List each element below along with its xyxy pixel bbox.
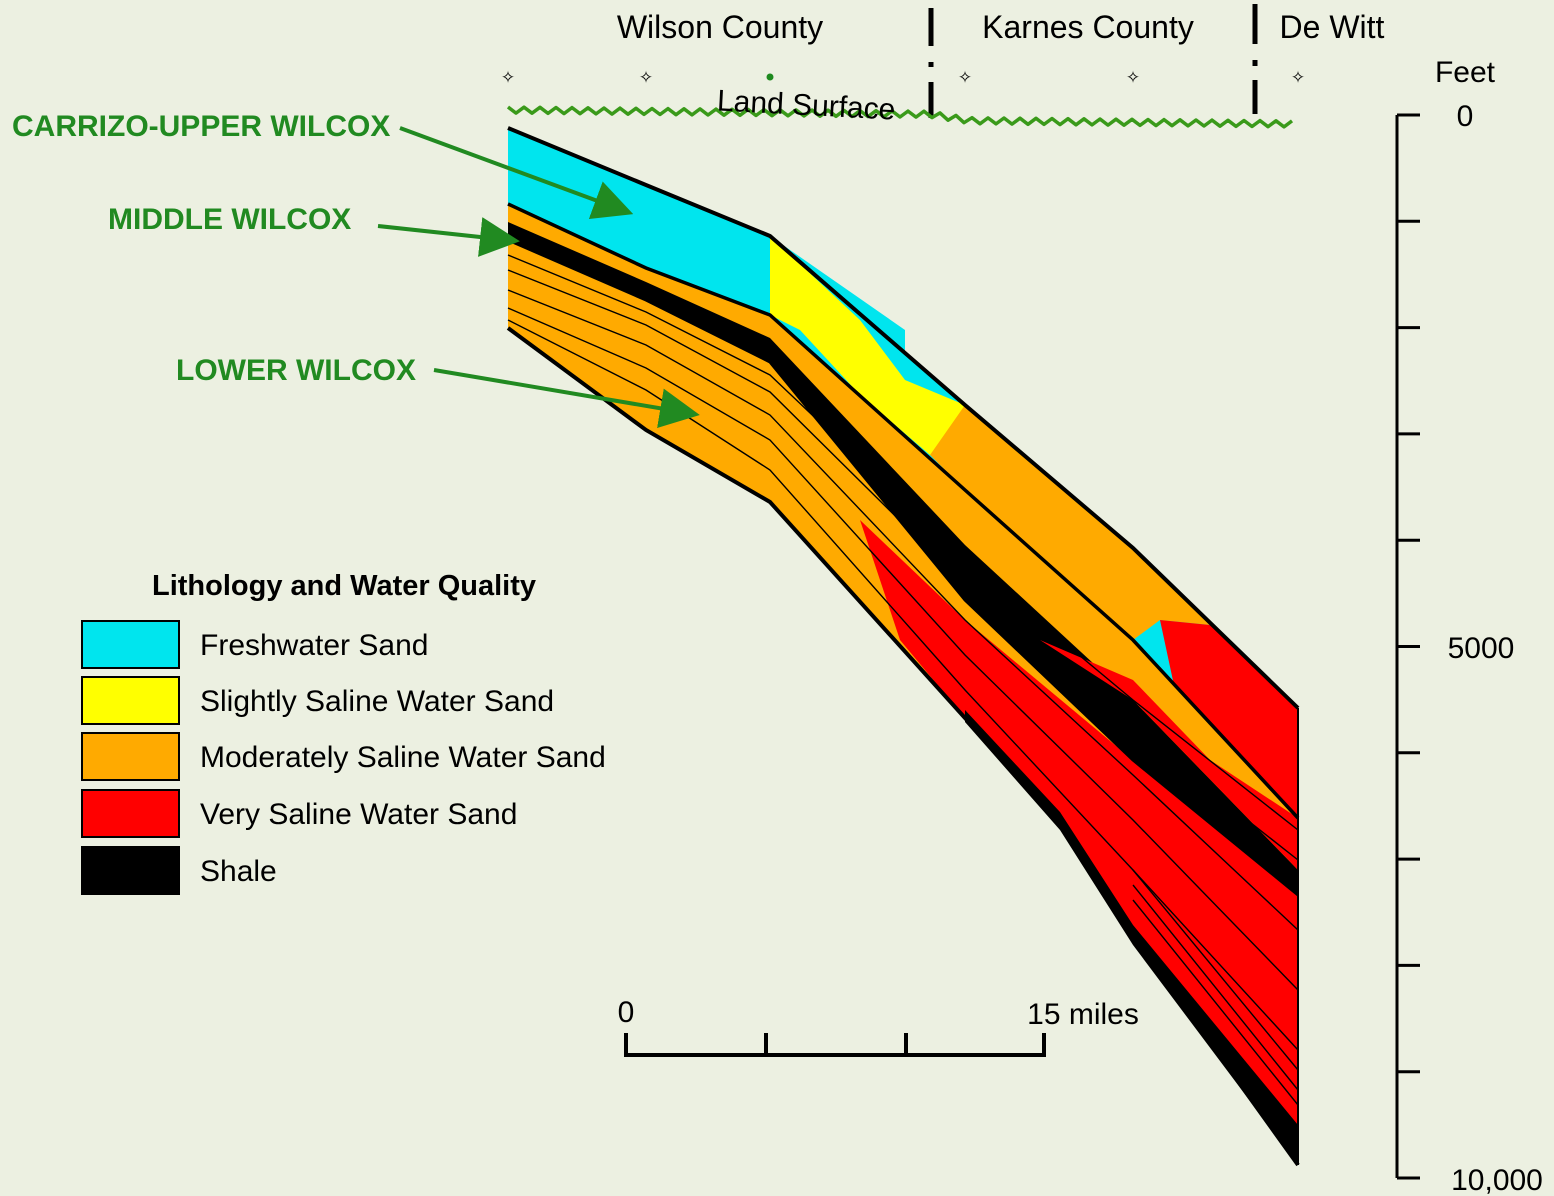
scale-bar-end-label: 15 miles xyxy=(1027,998,1139,1031)
legend-item: Slightly Saline Water Sand xyxy=(81,676,554,725)
well-dot-icon xyxy=(766,73,774,81)
scale-bar-start-label: 0 xyxy=(618,996,635,1029)
unit-labels: CARRIZO-UPPER WILCOX MIDDLE WILCOX LOWER… xyxy=(12,110,700,429)
well-icon: ✧ xyxy=(1291,68,1305,87)
legend-swatch xyxy=(81,732,180,781)
legend-item: Shale xyxy=(81,846,277,895)
legend-item: Freshwater Sand xyxy=(81,620,428,669)
base-wilcox-boundary xyxy=(506,326,1300,1167)
legend: Lithology and Water Quality Freshwater S… xyxy=(81,570,606,895)
middle-wilcox-shale xyxy=(508,222,1298,895)
well-icon: ✧ xyxy=(958,68,972,87)
well-icon: ✧ xyxy=(1126,68,1140,87)
carrizo-moderately-saline xyxy=(930,405,1210,640)
legend-label: Shale xyxy=(200,855,277,888)
depth-tick-label: 10,000 xyxy=(1451,1164,1543,1196)
depth-axis-title: Feet xyxy=(1435,56,1496,89)
legend-item: Moderately Saline Water Sand xyxy=(81,732,606,781)
legend-title: Lithology and Water Quality xyxy=(152,570,536,602)
legend-swatch xyxy=(81,620,180,669)
land-surface-label: Land Surface xyxy=(716,84,896,126)
legend-label: Very Saline Water Sand xyxy=(200,798,517,831)
scale-bar: 0 15 miles xyxy=(618,996,1139,1057)
legend-swatch xyxy=(81,846,180,895)
shale-streaks xyxy=(507,254,1299,1106)
county-label-karnes: Karnes County xyxy=(982,9,1194,45)
legend-label: Slightly Saline Water Sand xyxy=(200,685,554,718)
well-icon: ✧ xyxy=(501,68,515,87)
arrow-carrizo xyxy=(399,126,634,220)
well-icon: ✧ xyxy=(639,68,653,87)
depth-tick-label: 0 xyxy=(1457,100,1474,133)
unit-label-lower: LOWER WILCOX xyxy=(176,354,416,387)
arrow-lower xyxy=(433,368,700,429)
top-lower-wilcox-boundary xyxy=(507,238,1299,897)
top-carrizo-boundary xyxy=(507,126,1300,710)
land-surface-line xyxy=(506,105,1294,129)
county-header: Wilson County Karnes County De Witt xyxy=(617,4,1385,118)
legend-item: Very Saline Water Sand xyxy=(81,789,517,838)
depth-axis: Feet 0 5000 10,000 xyxy=(1395,56,1543,1196)
carrizo-slightly-saline xyxy=(770,236,965,470)
legend-swatch xyxy=(81,789,180,838)
arrow-middle xyxy=(377,217,520,257)
depth-tick-label: 5000 xyxy=(1448,632,1515,665)
cross-section-body xyxy=(506,126,1300,1167)
top-middle-wilcox-boundary xyxy=(507,202,1300,820)
lower-wilcox-moderately-saline xyxy=(508,240,1298,1165)
unit-label-middle: MIDDLE WILCOX xyxy=(108,203,351,236)
county-label-wilson: Wilson County xyxy=(617,9,823,45)
legend-label: Freshwater Sand xyxy=(200,629,428,662)
legend-label: Moderately Saline Water Sand xyxy=(200,741,606,774)
carrizo-very-saline xyxy=(1133,548,1298,818)
county-label-dewitt: De Witt xyxy=(1280,9,1385,45)
legend-swatch xyxy=(81,676,180,725)
well-markers: ✧ ✧ ✧ ✧ ✧ xyxy=(501,68,1305,87)
unit-label-carrizo: CARRIZO-UPPER WILCOX xyxy=(12,110,390,143)
